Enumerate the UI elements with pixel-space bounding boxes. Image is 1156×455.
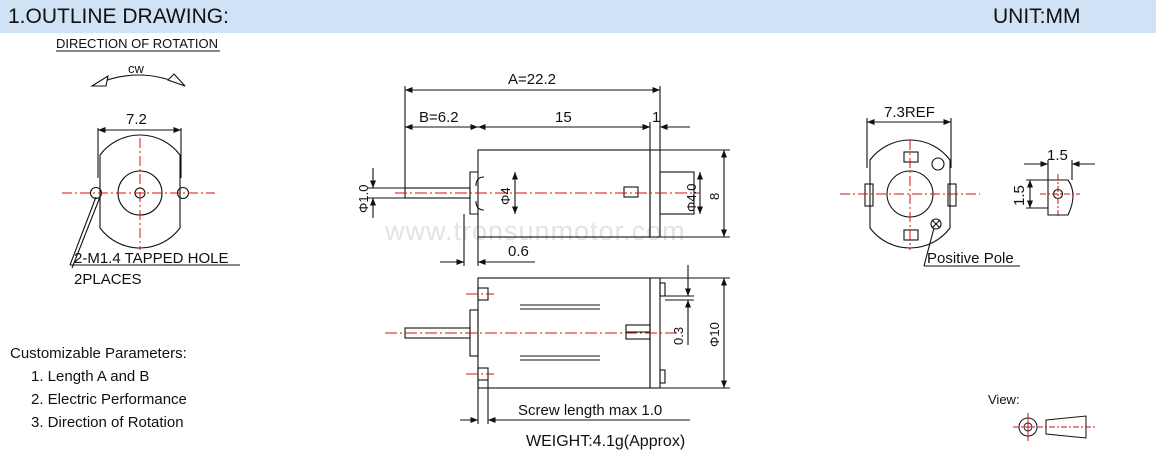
params-item-1: 1. Length A and B (31, 368, 149, 385)
params-item-2: 2. Electric Performance (31, 391, 187, 408)
terminal-bottom (659, 369, 666, 384)
positive-pole-mark (930, 218, 942, 230)
drawing-title: 1.OUTLINE DRAWING: (8, 5, 229, 28)
dim-rear-boss-label: Φ4.0 (684, 184, 699, 212)
terminal-top (659, 282, 666, 297)
view-label: View: (988, 392, 1020, 407)
terminal-detail-centerlines (1040, 174, 1080, 216)
rear-terminal-right (947, 183, 957, 207)
front-view: DIRECTION OF ROTATION cw 7.2 (56, 36, 240, 269)
dim-tab-label: 1 (652, 109, 660, 126)
dim-ref-label: 7.3REF (884, 104, 935, 121)
detail-h-label: 1.5 (1011, 185, 1028, 206)
screw-note: Screw length max 1.0 (518, 402, 662, 419)
tapped-hole-note: 2-M1.4 TAPPED HOLE (74, 250, 229, 267)
positive-pole-label: Positive Pole (927, 250, 1014, 267)
params-title: Customizable Parameters: (10, 345, 187, 362)
rear-terminal-bottom (903, 229, 919, 241)
rotation-label: cw (128, 61, 145, 76)
dim-body-label: 15 (555, 109, 572, 126)
rotation-arrow-head-right (166, 73, 186, 87)
dim-b-label: B=6.2 (419, 109, 459, 126)
weight-label: WEIGHT:4.1g(Approx) (526, 433, 685, 450)
rear-terminal-top (903, 151, 919, 163)
dim-7-2-label: 7.2 (126, 111, 147, 128)
rear-view-centerlines (840, 140, 980, 250)
rear-terminal-left (864, 183, 874, 207)
rear-view: 7.3REF (864, 104, 1020, 267)
dim-tab-thickness-label: 0.3 (671, 327, 686, 345)
front-view-centerlines (62, 138, 215, 250)
dim-shaft-dia-label: Φ1.0 (356, 185, 371, 213)
motor-rear-body (869, 139, 951, 249)
dim-a-label: A=22.2 (508, 71, 556, 88)
projection-symbol-centerline (1013, 413, 1095, 441)
terminal-detail-shape (1047, 179, 1074, 216)
vent-hole (931, 157, 945, 171)
dim-boss-dia-label: Φ4 (498, 187, 513, 205)
watermark: www.tronsunmotor.com (384, 216, 686, 246)
detail-w-label: 1.5 (1047, 147, 1068, 164)
dim-width-label: Φ10 (707, 322, 722, 347)
motor-bottom-body (477, 277, 651, 389)
boss-arc-bottom (475, 200, 485, 211)
direction-of-rotation-label: DIRECTION OF ROTATION (56, 36, 218, 51)
unit-label: UNIT:MM (993, 5, 1081, 28)
rotation-arrow-head-left (90, 74, 109, 87)
pole-leader (923, 227, 935, 267)
motor-front-body (99, 134, 181, 249)
hole-leader (69, 196, 97, 266)
hole-leader-2 (71, 196, 101, 269)
tapped-hole-places: 2PLACES (74, 271, 142, 288)
params-item-3: 3. Direction of Rotation (31, 414, 184, 431)
terminal-detail (1024, 160, 1095, 216)
header-bar: 1.OUTLINE DRAWING: UNIT:MM (0, 0, 1156, 33)
dim-height-label: 8 (707, 193, 722, 200)
bottom-view-centerline (385, 293, 680, 375)
terminal-slot (623, 186, 639, 198)
dim-gap-label: 0.6 (508, 243, 529, 260)
boss-arc-top (475, 176, 485, 187)
